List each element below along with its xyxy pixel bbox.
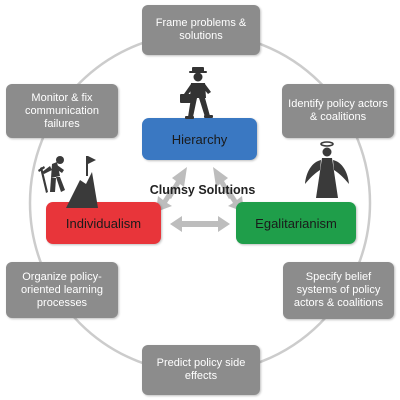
step-frame-problems: Frame problems & solutions (142, 5, 260, 55)
step-organize-learning: Organize policy-oriented learning proces… (6, 262, 118, 318)
egalitarianism-box: Egalitarianism (236, 202, 356, 244)
individualism-box: Individualism (46, 202, 161, 244)
triangle-arrows (156, 167, 244, 232)
step-specify-belief-systems: Specify belief systems of policy actors … (283, 262, 394, 319)
hierarchy-box: Hierarchy (142, 118, 257, 160)
step-predict-side-effects: Predict policy side effects (142, 345, 260, 395)
angel-icon (305, 141, 349, 198)
center-title: Clumsy Solutions (149, 183, 256, 197)
arrow-indiv-hier (156, 186, 176, 212)
step-identify-actors: Identify policy actors & coalitions (282, 84, 394, 138)
arrow-indiv-egal (170, 216, 230, 232)
step-monitor-communication: Monitor & fix communication failures (6, 84, 118, 138)
climber-icon (38, 156, 98, 208)
businessman-icon (180, 67, 213, 119)
